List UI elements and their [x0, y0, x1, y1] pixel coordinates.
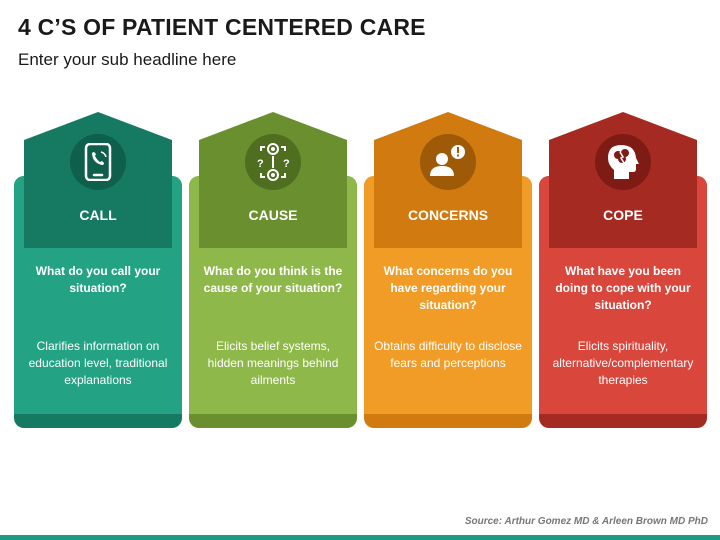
card-question: What do you call your situation? — [35, 264, 161, 295]
card-cope: COPE What have you been doing to cope wi… — [539, 112, 707, 428]
page-subtitle: Enter your sub headline here — [18, 50, 237, 69]
card-label: CAUSE — [248, 207, 298, 223]
card-label: COPE — [603, 207, 643, 223]
card-description: Obtains difficulty to disclose fears and… — [374, 339, 522, 370]
person-alert-icon — [420, 134, 476, 190]
card-question: What do you think is the cause of your s… — [203, 264, 343, 295]
page-title: 4 C’S OF PATIENT CENTERED CARE — [18, 14, 426, 40]
source-citation: Source: Arthur Gomez MD & Arleen Brown M… — [464, 516, 708, 527]
question-network-icon: ? ? — [245, 134, 301, 190]
card-description: Clarifies information on education level… — [28, 339, 168, 387]
svg-text:?: ? — [283, 158, 290, 170]
card-call: CALL What do you call your situation? Cl… — [14, 112, 182, 428]
card-description: Elicits belief systems, hidden meanings … — [207, 339, 339, 387]
card-concerns: CONCERNS What concerns do you have regar… — [364, 112, 532, 428]
svg-text:?: ? — [257, 158, 264, 170]
card-question: What concerns do you have regarding your… — [383, 264, 513, 312]
card-cause: ? ? CAUSE What do you think is the cause… — [189, 112, 357, 428]
card-label: CALL — [79, 207, 117, 223]
phone-icon — [70, 134, 126, 190]
card-description: Elicits spirituality, alternative/comple… — [552, 339, 694, 387]
head-brain-icon — [595, 134, 651, 190]
bottom-accent-bar — [0, 535, 720, 540]
card-question: What have you been doing to cope with yo… — [555, 264, 691, 312]
card-label: CONCERNS — [407, 207, 489, 223]
